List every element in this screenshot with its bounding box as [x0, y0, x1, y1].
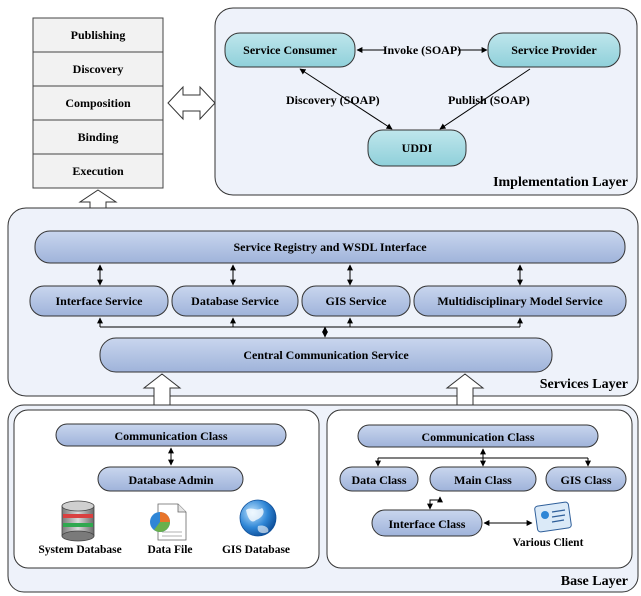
left-communication-class-label: Communication Class: [114, 429, 227, 443]
discovery-arrow: [299, 68, 393, 130]
model-service-node: [413, 285, 627, 317]
interface-service-node: [29, 285, 169, 317]
system-database-label: System Database: [38, 544, 121, 556]
uddi-node: [367, 129, 467, 167]
stack-label-binding: Binding: [78, 130, 119, 144]
publish-label: Publish (SOAP): [448, 93, 530, 107]
gis-database-globe-icon: [239, 499, 277, 537]
gis-database-label: GIS Database: [222, 544, 290, 556]
database-admin-node: [97, 466, 244, 492]
database-service-label: Database Service: [191, 294, 279, 308]
main-class-label: Main Class: [454, 473, 512, 487]
data-class-node: [339, 466, 419, 492]
model-service-label: Multidisciplinary Model Service: [437, 294, 603, 308]
gis-class-label: GIS Class: [560, 473, 611, 487]
service-provider-label: Service Provider: [511, 43, 597, 57]
uddi-label: UDDI: [402, 141, 433, 155]
base-layer-title: Base Layer: [561, 574, 628, 589]
stack-implementation-block-arrow: [167, 85, 216, 121]
database-admin-label: Database Admin: [128, 473, 213, 487]
service-consumer-node: [224, 32, 356, 68]
interface-class-node: [371, 509, 483, 537]
data-class-label: Data Class: [351, 473, 406, 487]
interface-service-label: Interface Service: [56, 294, 144, 308]
system-database-icon: [61, 500, 95, 542]
stack-label-discovery: Discovery: [73, 62, 124, 76]
gis-class-node: [545, 466, 627, 492]
various-client-label: Various Client: [513, 537, 584, 549]
right-communication-class-label: Communication Class: [421, 430, 534, 444]
main-interface-connector: [427, 496, 443, 510]
invoke-label: Invoke (SOAP): [383, 43, 461, 57]
data-file-icon: [150, 503, 187, 541]
publish-arrow: [439, 68, 531, 130]
stack-label-publishing: Publishing: [71, 28, 126, 42]
various-client-card-icon: [534, 501, 572, 533]
stack-label-composition: Composition: [65, 96, 131, 110]
gis-service-node: [301, 285, 411, 317]
central-communication-label: Central Communication Service: [243, 348, 409, 362]
left-communication-class-node: [55, 423, 287, 447]
stack-item-publishing: [32, 17, 164, 53]
right-communication-class-node: [357, 424, 599, 448]
service-consumer-label: Service Consumer: [243, 43, 337, 57]
stack-label-execution: Execution: [72, 164, 124, 178]
service-registry-bar: [34, 230, 626, 264]
data-file-label: Data File: [147, 544, 192, 556]
service-provider-node: [487, 32, 621, 68]
service-registry-label: Service Registry and WSDL Interface: [233, 240, 427, 254]
central-communication-bar: [99, 337, 553, 373]
implementation-layer-title: Implementation Layer: [493, 175, 628, 190]
gis-service-label: GIS Service: [326, 294, 388, 308]
services-layer-title: Services Layer: [540, 377, 628, 392]
main-class-node: [429, 466, 537, 492]
process-stack: Publishing Discovery Composition Binding…: [32, 17, 164, 189]
stack-item-binding: [32, 119, 164, 155]
stack-item-discovery: [32, 51, 164, 87]
stack-item-execution: [32, 153, 164, 189]
stack-item-composition: [32, 85, 164, 121]
interface-class-label: Interface Class: [389, 517, 466, 531]
discovery-label: Discovery (SOAP): [286, 93, 380, 107]
database-service-node: [171, 285, 299, 317]
